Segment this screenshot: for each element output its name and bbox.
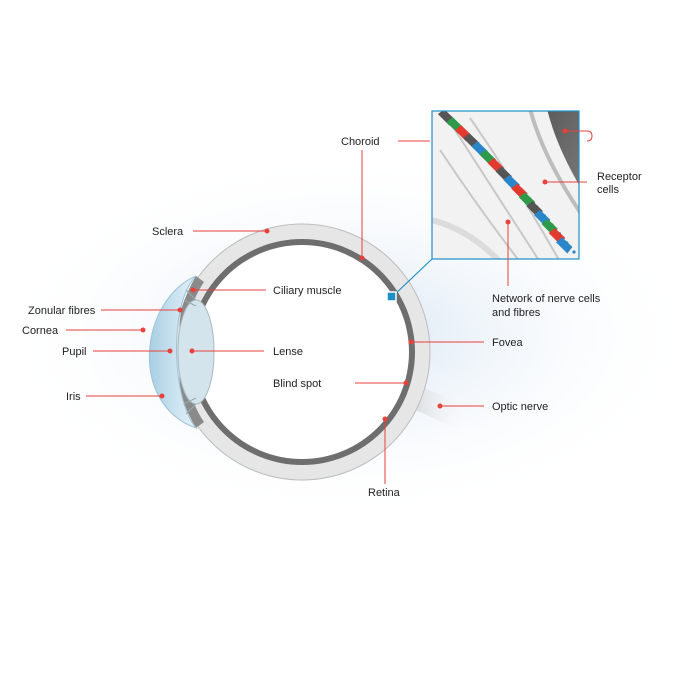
retina-inset — [431, 110, 580, 260]
label-pupil: Pupil — [62, 346, 86, 358]
inset-marker — [386, 291, 397, 302]
label-choroid: Choroid — [341, 136, 380, 148]
label-receptor-cells-line2: cells — [597, 184, 620, 196]
lens-shape — [177, 299, 215, 405]
label-network-line2: and fibres — [492, 307, 541, 319]
receptor-cell — [555, 237, 573, 254]
label-sclera: Sclera — [152, 226, 184, 238]
leader-lines — [66, 128, 593, 484]
label-lense: Lense — [273, 346, 303, 358]
vitreous-body — [195, 245, 409, 459]
label-iris: Iris — [66, 391, 81, 403]
cornea-shape — [149, 275, 198, 430]
label-network-line1: Network of nerve cells — [492, 293, 601, 305]
label-cornea: Cornea — [22, 325, 59, 337]
label-ciliary-muscle: Ciliary muscle — [273, 285, 341, 297]
label-blind-spot: Blind spot — [273, 378, 321, 390]
receptor-dot — [572, 250, 576, 254]
inset-connector — [391, 258, 433, 298]
label-receptor-cells-line1: Receptor — [597, 171, 642, 183]
label-retina: Retina — [368, 487, 401, 499]
zonular-fibres-shape — [183, 289, 197, 415]
label-zonular-fibres: Zonular fibres — [28, 305, 96, 317]
label-fovea: Fovea — [492, 337, 523, 349]
label-optic-nerve: Optic nerve — [492, 401, 548, 413]
inset-frame — [431, 110, 580, 260]
receptor-cells-row — [437, 111, 576, 254]
